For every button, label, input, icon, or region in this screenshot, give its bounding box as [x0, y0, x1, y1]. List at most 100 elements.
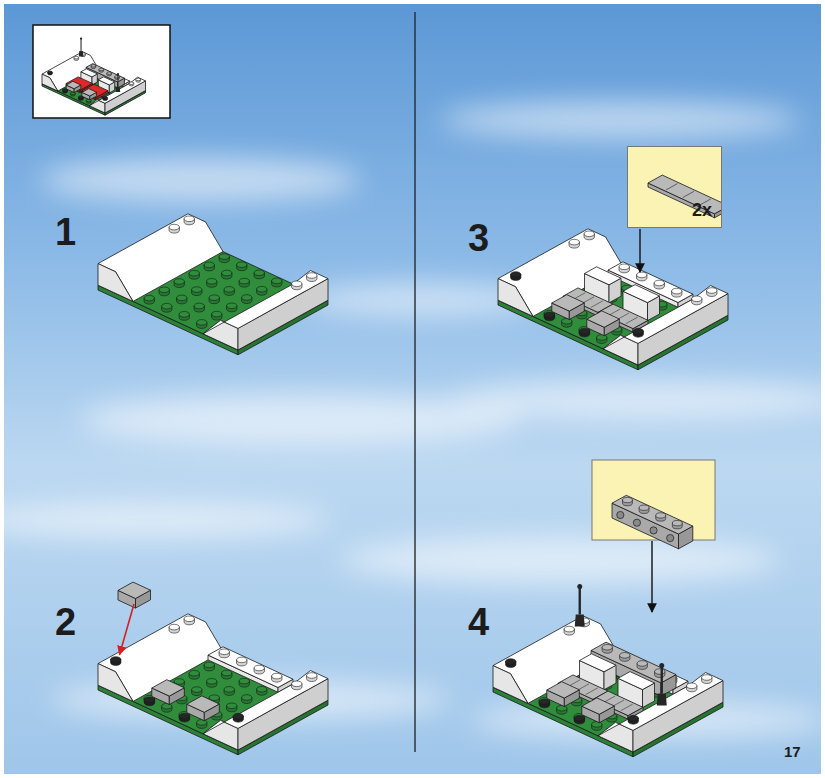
- illustration-shape: [242, 295, 252, 301]
- placement-arrow: [120, 604, 135, 655]
- illustration-shape: [117, 73, 119, 75]
- placement-arrow: [651, 541, 652, 612]
- illustration-shape: [577, 584, 582, 589]
- illustration-shape: [222, 270, 232, 276]
- illustration-shape: [184, 216, 194, 222]
- illustration-shape: [493, 666, 528, 704]
- illustration-shape: [169, 224, 179, 230]
- illustration-shape: [63, 90, 68, 93]
- illustration-shape: [40, 158, 360, 202]
- illustration-shape: [169, 624, 179, 630]
- page-number: 17: [784, 744, 801, 759]
- illustration-shape: [511, 272, 521, 278]
- divider-line: [414, 12, 415, 752]
- illustration-shape: [702, 675, 712, 681]
- illustration-shape: [0, 502, 330, 538]
- illustration-shape: [340, 536, 780, 584]
- illustration-shape: [189, 270, 199, 276]
- illustration-shape: [608, 262, 693, 303]
- illustration-shape: [74, 56, 79, 59]
- illustration-shape: [650, 527, 657, 534]
- illustration-shape: [174, 279, 184, 285]
- illustration-shape: [498, 229, 623, 317]
- quantity-label: 2x: [692, 201, 712, 219]
- illustration-shape: [547, 682, 580, 698]
- illustration-shape: [687, 683, 697, 689]
- illustration-shape: [622, 497, 632, 502]
- step4-model: [493, 584, 723, 757]
- inset-model: [42, 37, 146, 115]
- illustration-shape: [98, 264, 133, 302]
- step3-model: [498, 229, 728, 370]
- illustration-shape: [628, 715, 638, 721]
- step1-model: [98, 214, 328, 355]
- illustration-shape: [586, 688, 598, 695]
- illustration-shape: [637, 661, 647, 667]
- illustration-shape: [637, 272, 647, 278]
- illustration-shape: [539, 699, 549, 705]
- illustration-shape: [254, 665, 264, 671]
- illustration-shape: [179, 312, 189, 318]
- illustration-shape: [239, 278, 249, 284]
- illustration-shape: [144, 295, 154, 301]
- part-callout: 2x: [627, 146, 722, 228]
- illustration-shape: [207, 279, 217, 285]
- illustration-shape: [618, 672, 655, 690]
- illustration-shape: [189, 670, 199, 676]
- illustration-shape: [98, 77, 114, 85]
- illustration-shape: [579, 586, 581, 614]
- illustration-shape: [580, 654, 617, 672]
- illustration-shape: [603, 286, 728, 349]
- inset-frame: [33, 25, 170, 118]
- illustration-shape: [203, 671, 328, 734]
- illustration-shape: [672, 520, 682, 525]
- illustration-shape: [707, 288, 717, 294]
- illustration-shape: [621, 704, 633, 711]
- illustration-shape: [222, 670, 232, 676]
- illustration-shape: [587, 311, 620, 327]
- clouds: [0, 102, 825, 738]
- illustration-shape: [656, 513, 666, 518]
- illustration-shape: [683, 191, 694, 197]
- illustration-shape: [79, 96, 84, 99]
- illustration-shape: [659, 663, 664, 668]
- illustration-shape: [184, 616, 194, 622]
- illustration-shape: [619, 264, 629, 270]
- illustration-shape: [257, 686, 267, 692]
- illustration-shape: [111, 657, 121, 663]
- illustration-shape: [66, 81, 81, 88]
- illustration-shape: [177, 295, 187, 301]
- illustration-shape: [602, 644, 612, 650]
- illustration-shape: [579, 328, 589, 334]
- illustration-shape: [212, 311, 222, 317]
- illustration-shape: [179, 713, 189, 719]
- illustration-shape: [506, 659, 516, 665]
- illustration-shape: [98, 664, 133, 702]
- illustration-shape: [498, 279, 533, 317]
- illustration-shape: [82, 89, 97, 96]
- illustration-shape: [237, 657, 247, 663]
- illustration-shape: [80, 39, 81, 52]
- illustration-shape: [617, 511, 624, 518]
- illustration-shape: [493, 616, 618, 704]
- illustration-shape: [116, 87, 121, 92]
- illustration-shape: [574, 715, 584, 721]
- illustration-shape: [91, 65, 96, 68]
- illustration-shape: [450, 380, 825, 420]
- illustration-shape: [272, 673, 282, 679]
- illustration-shape: [440, 102, 800, 138]
- illustration-shape: [257, 286, 267, 292]
- illustration-shape: [219, 649, 229, 655]
- illustration-shape: [117, 74, 118, 87]
- illustration-shape: [63, 89, 68, 92]
- illustration-shape: [598, 673, 723, 736]
- illustration-shape: [203, 271, 328, 334]
- illustration-shape: [80, 37, 82, 39]
- illustration-shape: [657, 694, 667, 706]
- illustration-shape: [633, 328, 643, 334]
- illustration-shape: [204, 262, 214, 268]
- illustration-shape: [78, 97, 83, 100]
- illustration-shape: [544, 312, 554, 318]
- illustration-shape: [227, 303, 237, 309]
